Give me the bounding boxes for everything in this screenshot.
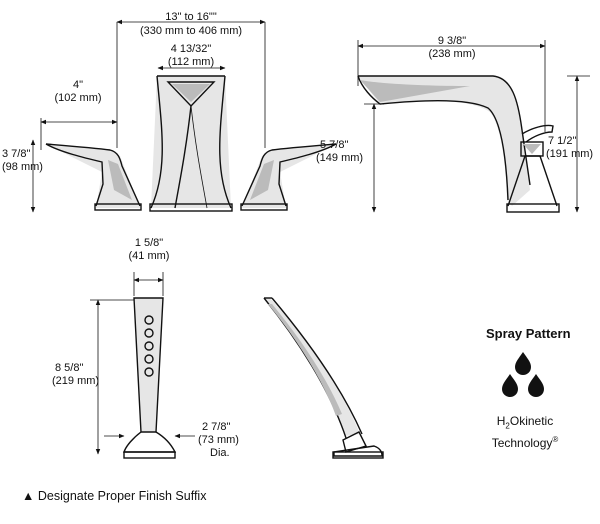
right-handle	[240, 143, 337, 211]
handspray-front-view: 1 5/8" (41 mm) 8 5/8" (219 mm) 2 7/8" (7…	[52, 237, 239, 459]
front-view: 13" to 16"" (330 mm to 406 mm) 4 13/32" …	[2, 11, 337, 213]
handspray-width-label: 1 5/8"	[135, 237, 163, 249]
centers-range-label: 13" to 16""	[165, 11, 217, 23]
spout-reach-label: 9 3/8"	[438, 35, 466, 47]
handle-reach-mm-label: (102 mm)	[54, 92, 101, 104]
water-drop-icon	[528, 374, 544, 397]
triangle-icon: ▲	[22, 489, 35, 503]
spout-clearance-mm-label: (149 mm)	[316, 152, 363, 164]
tech-line1-post: Okinetic	[509, 414, 554, 428]
base-diameter-label: 2 7/8"	[202, 421, 230, 433]
water-drop-icon	[515, 352, 531, 375]
spout-width-label: 4 13/32"	[171, 43, 212, 55]
footnote-text: Designate Proper Finish Suffix	[37, 489, 207, 503]
handle-height-mm-label: (98 mm)	[2, 161, 43, 173]
spray-pattern-title: Spray Pattern	[486, 326, 571, 341]
spout-reach-mm-label: (238 mm)	[428, 48, 475, 60]
base-diameter-mm-label: (73 mm)	[198, 434, 239, 446]
spray-pattern-icon	[502, 352, 544, 397]
base-diameter-suffix: Dia.	[210, 447, 230, 459]
side-view: 9 3/8" (238 mm) 5 7/8" (149 mm) 7 1/2" (…	[316, 35, 593, 213]
h2okinetic-technology-label: H2Okinetic Technology®	[470, 414, 580, 450]
handspray-height-label: 8 5/8"	[55, 362, 83, 374]
spout-height-mm-label: (191 mm)	[546, 148, 593, 160]
side-spout	[357, 75, 560, 213]
handspray-height-mm-label: (219 mm)	[52, 375, 99, 387]
tech-line2: Technology	[491, 436, 553, 451]
handspray-side-view	[263, 297, 384, 459]
handspray-front	[123, 297, 177, 459]
tech-line1-sub: 2	[505, 421, 510, 431]
finish-suffix-footnote: ▲ Designate Proper Finish Suffix	[22, 489, 206, 503]
spout-clearance-label: 5 7/8"	[320, 139, 348, 151]
handspray-width-mm-label: (41 mm)	[129, 250, 170, 262]
tech-line1-pre: H	[496, 414, 506, 428]
handle-reach-label: 4"	[73, 79, 83, 91]
center-spout	[149, 75, 233, 212]
registered-mark: ®	[552, 435, 559, 445]
left-handle	[45, 143, 142, 211]
handle-height-label: 3 7/8"	[2, 148, 30, 160]
water-drop-icon	[502, 374, 518, 397]
spout-height-label: 7 1/2"	[548, 135, 576, 147]
spout-width-mm-label: (112 mm)	[168, 56, 214, 68]
centers-range-mm-label: (330 mm to 406 mm)	[140, 25, 242, 37]
